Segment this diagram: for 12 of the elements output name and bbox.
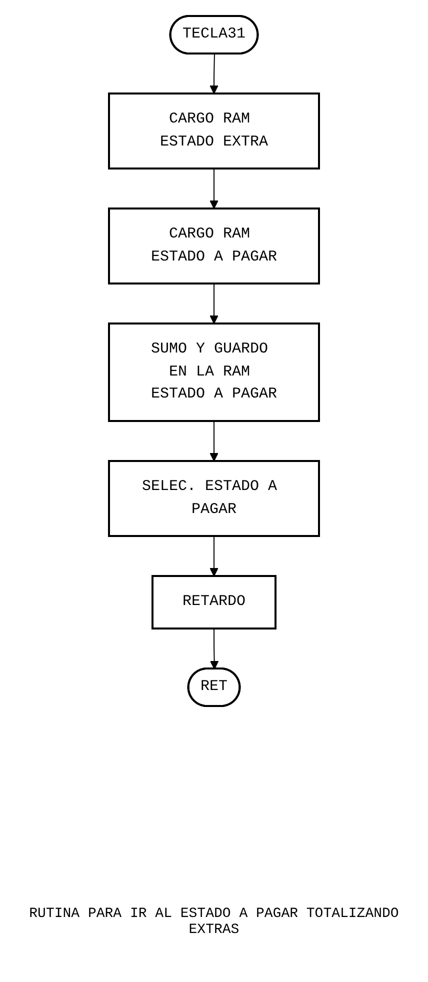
arrow — [210, 536, 218, 576]
node-box: SUMO Y GUARDO EN LA RAM ESTADO A PAGAR — [108, 322, 320, 422]
caption: RUTINA PARA IR AL ESTADO A PAGAR TOTALIZANDO EXTRAS — [28, 905, 400, 940]
arrow — [210, 283, 218, 324]
arrow — [210, 168, 218, 209]
node-box: CARGO RAM ESTADO EXTRA — [108, 92, 320, 170]
arrow — [210, 54, 218, 94]
arrow — [210, 420, 218, 462]
node-box: SELEC. ESTADO A PAGAR — [108, 460, 320, 537]
node-box: RETARDO — [152, 575, 276, 630]
node-box: CARGO RAM ESTADO A PAGAR — [108, 208, 320, 284]
arrow — [210, 628, 219, 670]
